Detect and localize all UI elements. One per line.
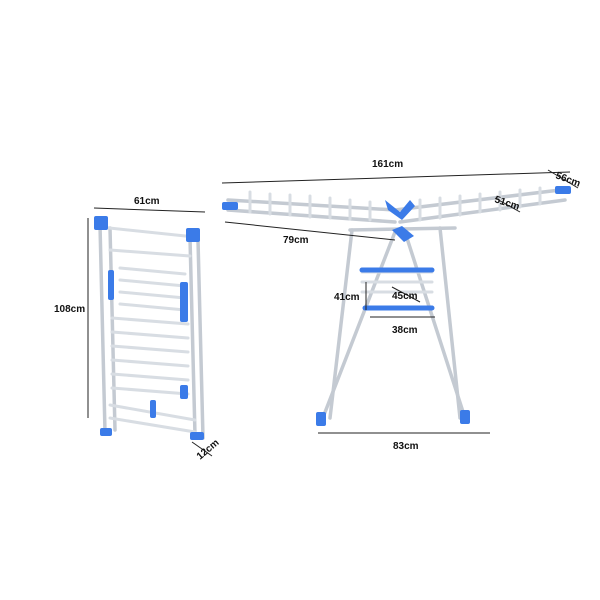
- open-base-width-label: 83cm: [393, 441, 419, 452]
- open-shelf-width-label: 38cm: [392, 325, 418, 336]
- open-total-width-label: 161cm: [372, 159, 403, 170]
- hinge-connector: [385, 200, 415, 220]
- wing-cap: [555, 186, 571, 194]
- hinge-clip: [180, 385, 188, 399]
- foot-cap: [316, 412, 326, 426]
- dimension-line-width: [93, 207, 206, 213]
- foot-cap: [190, 432, 204, 440]
- hinge-connector: [392, 226, 414, 242]
- open-rack: [222, 186, 571, 426]
- open-wing-length-label: 79cm: [283, 235, 309, 246]
- corner-cap: [94, 216, 108, 230]
- dimension-line-wing-depth: [547, 169, 579, 189]
- dimension-line-total-width: [221, 171, 571, 184]
- foot-cap: [100, 428, 112, 436]
- folded-rack: [94, 216, 205, 440]
- open-shelf-depth-label: 45cm: [392, 291, 418, 302]
- foot-cap: [460, 410, 470, 424]
- wing-cap: [222, 202, 238, 210]
- hinge-clip: [180, 282, 188, 322]
- dimension-line-wing-length: [224, 221, 396, 241]
- dimension-line-shelf-depth: [391, 286, 421, 303]
- dimension-line-wing-inner: [494, 197, 521, 213]
- open-shelf-height-label: 41cm: [334, 292, 360, 303]
- hinge-clip: [108, 270, 114, 300]
- corner-cap: [186, 228, 200, 242]
- folded-height-label: 108cm: [54, 304, 85, 315]
- folded-width-label: 61cm: [134, 196, 160, 207]
- dimension-line-depth: [191, 441, 213, 457]
- hinge-clip: [150, 400, 156, 418]
- folded-depth-label: 12cm: [195, 437, 222, 462]
